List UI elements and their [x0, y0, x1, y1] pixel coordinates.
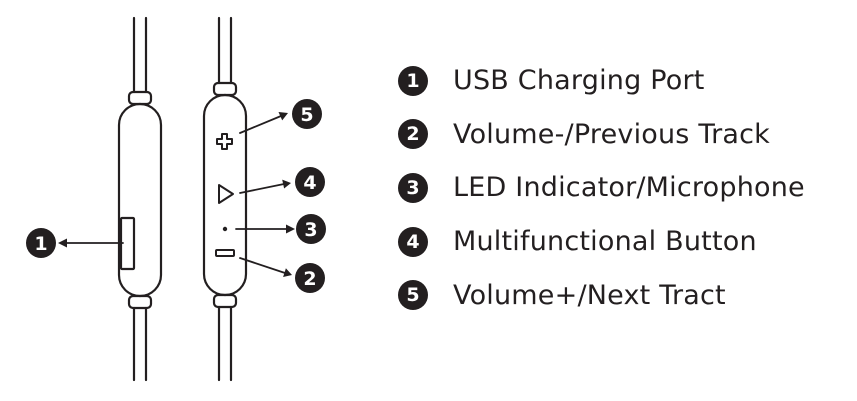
- leader-line-5: [239, 115, 282, 134]
- cable-collar-bottom-right: [212, 293, 238, 309]
- callout-5-number: 5: [300, 104, 313, 126]
- legend-item-multifunctional-button: 4 Multifunctional Button: [398, 215, 805, 269]
- arrowhead-1: [58, 238, 67, 248]
- legend-label: LED Indicator/Microphone: [453, 172, 805, 204]
- microphone-dot-icon: [222, 226, 228, 232]
- callout-3-number: 3: [304, 219, 317, 241]
- leader-line-4: [239, 183, 285, 194]
- legend-label: Volume+/Next Tract: [453, 279, 726, 311]
- play-icon: [218, 184, 234, 204]
- legend-item-usb-charging-port: 1 USB Charging Port: [398, 54, 805, 108]
- callout-3: 3: [296, 214, 326, 244]
- number-badge: 4: [398, 226, 428, 257]
- remote-front-view: [202, 16, 248, 382]
- remote-body-side: [117, 102, 163, 298]
- cable-top-right: [217, 16, 233, 85]
- cable-collar-top-left: [127, 90, 153, 106]
- cable-bottom-right: [217, 305, 233, 382]
- legend: 1 USB Charging Port 2 Volume-/Previous T…: [398, 54, 805, 322]
- plus-icon: [216, 133, 233, 150]
- legend-label: Multifunctional Button: [453, 226, 757, 258]
- legend-label: USB Charging Port: [453, 65, 705, 97]
- arrowheads: [58, 112, 295, 277]
- callout-2: 2: [295, 263, 325, 293]
- callout-4-number: 4: [303, 172, 316, 194]
- callout-4: 4: [295, 167, 325, 197]
- minus-icon: [215, 249, 235, 257]
- number-badge: 5: [398, 280, 428, 311]
- number-badge: 2: [398, 119, 428, 150]
- legend-item-led-microphone: 3 LED Indicator/Microphone: [398, 161, 805, 215]
- number-badge: 1: [398, 65, 428, 96]
- callout-2-number: 2: [303, 268, 316, 290]
- cable-collar-top-right: [212, 81, 238, 97]
- leader-lines: [64, 115, 289, 274]
- arrowhead-3: [286, 224, 295, 234]
- leader-line-2: [239, 257, 286, 274]
- callout-1: 1: [26, 228, 56, 258]
- legend-item-volume-down: 2 Volume-/Previous Track: [398, 108, 805, 162]
- remote-side-view: [117, 16, 163, 382]
- cable-collar-bottom-left: [127, 294, 153, 310]
- legend-item-volume-up: 5 Volume+/Next Tract: [398, 268, 805, 322]
- number-badge: 3: [398, 172, 428, 203]
- callout-5: 5: [292, 99, 322, 129]
- arrowhead-5: [278, 112, 288, 121]
- cable-bottom-left: [132, 306, 148, 382]
- callout-1-number: 1: [34, 233, 47, 255]
- arrowhead-2: [283, 268, 292, 277]
- cable-top-left: [132, 16, 148, 94]
- arrowhead-4: [282, 179, 291, 189]
- legend-label: Volume-/Previous Track: [453, 118, 770, 150]
- remote-body-front: [202, 93, 248, 297]
